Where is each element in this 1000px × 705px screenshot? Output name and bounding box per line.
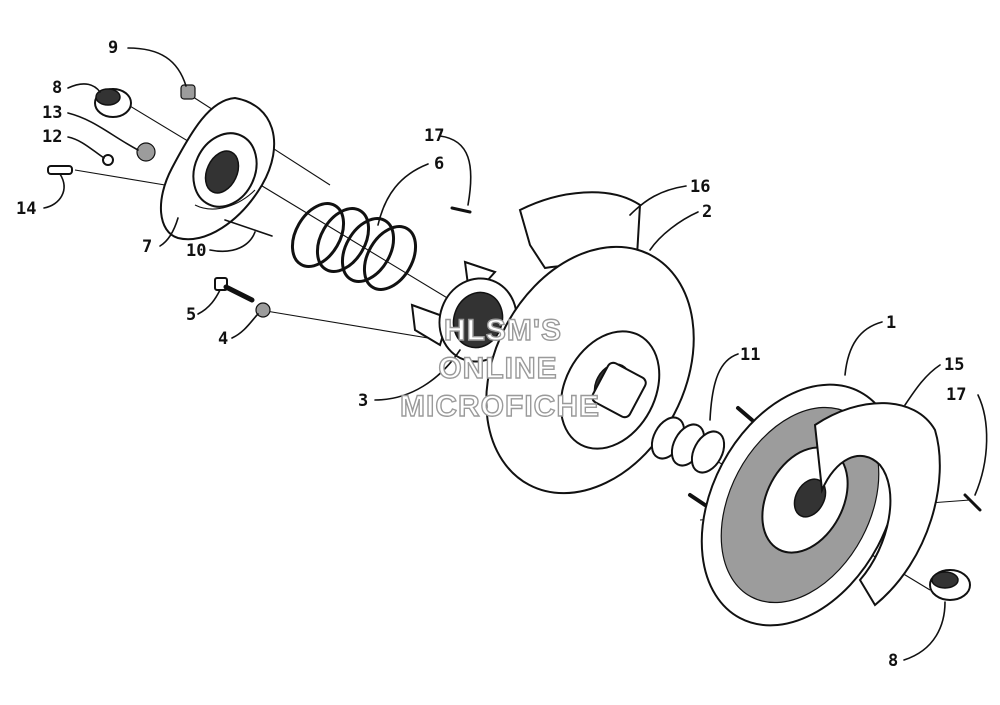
callout-16: 16	[690, 177, 710, 197]
part-13-roller	[136, 142, 156, 162]
callout-9: 9	[108, 38, 118, 58]
callout-11: 11	[740, 345, 760, 365]
callout-2: 2	[702, 202, 712, 222]
part-17-screw-upper	[450, 206, 472, 214]
part-10-pin	[224, 219, 273, 237]
part-6-spring	[290, 202, 418, 291]
watermark: HLSM'S ONLINE MICROFICHE	[399, 313, 600, 423]
callout-1: 1	[886, 313, 896, 333]
part-7-cover-plate	[160, 96, 276, 241]
callout-17-lower: 17	[946, 385, 966, 405]
watermark-line-1: HLSM'S	[444, 314, 562, 347]
part-9-nut	[180, 84, 196, 100]
callout-5: 5	[186, 305, 196, 325]
part-8-bushing-right	[929, 569, 971, 601]
part-4-nut	[255, 302, 271, 318]
callout-8-left: 8	[52, 78, 62, 98]
part-14-pin	[47, 165, 73, 175]
callout-leaders	[43, 47, 988, 661]
part-3-cam	[410, 260, 518, 363]
callout-17-upper: 17	[424, 126, 444, 146]
part-12-washer	[102, 154, 114, 166]
callout-15: 15	[944, 355, 964, 375]
part-8-bushing-left	[94, 88, 132, 118]
callout-3: 3	[358, 391, 368, 411]
watermark-line-3: MICROFICHE	[400, 390, 600, 423]
watermark-line-2: ONLINE	[438, 352, 557, 385]
part-2-sheave	[485, 245, 695, 495]
callout-4: 4	[218, 329, 228, 349]
callout-6: 6	[434, 154, 444, 174]
callout-10: 10	[186, 241, 206, 261]
callout-8-right: 8	[888, 651, 898, 671]
callout-13: 13	[42, 103, 62, 123]
callout-12: 12	[42, 127, 62, 147]
part-5-bolt	[214, 277, 255, 303]
callout-labels: 9 8 13 12 14 7 10 5 4 17 6 16 2 3 11 1 1…	[16, 38, 966, 671]
part-15-shield	[813, 402, 941, 607]
callout-14: 14	[16, 199, 36, 219]
part-11-washers	[650, 416, 726, 474]
part-17-screw-lower	[963, 493, 982, 512]
callout-7: 7	[142, 237, 152, 257]
